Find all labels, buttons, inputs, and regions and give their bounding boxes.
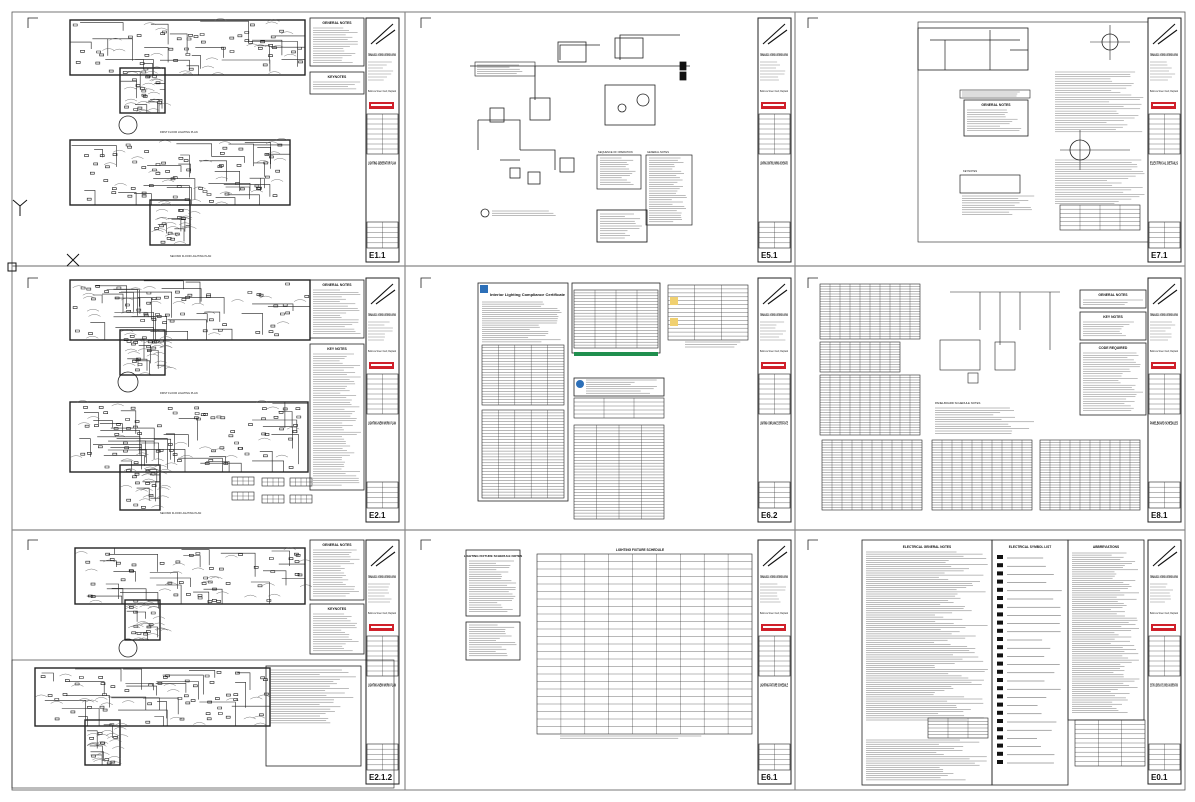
sheet-number: E5.1 [761,251,778,260]
sheet-e7-1: GENERAL NOTES KEYNOTES TIERNAN ASSOC. / IN… [807,17,1182,263]
sheet-title: LIGHTING FIXTURE SCHEDULE [760,682,788,687]
sheet-e1-1: FIRST FLOOR LIGHTING PLAN SECOND FLOOR LI… [7,17,400,272]
project-address: Baltimore Street / Cecil, Maryland [1150,349,1178,353]
fixture-notes-title: LIGHTING FIXTURE SCHEDULE NOTES [464,554,522,558]
firm-logo [370,23,396,45]
ucs-x-axis-icon [66,253,80,267]
project-address: Baltimore Street / Cecil, Maryland [368,611,396,615]
key-notes-title: KEY NOTES [1103,315,1123,319]
sheet-number: E2.1.2 [369,773,393,782]
project-address: Baltimore Street / Cecil, Maryland [368,89,396,93]
firm-name: TIERNAN ASSOC. / INTERIOR & EXTERIOR LIG… [368,53,396,57]
sheet-number: E1.1 [369,251,386,260]
firm-name: TIERNAN ASSOC. / INTERIOR & EXTERIOR LIG… [368,575,396,579]
firm-logo [762,283,788,305]
ucs-origin-icon [7,262,17,272]
keynotes-title: KEYNOTES [328,75,347,79]
firm-logo [1152,283,1178,305]
sheet-title: PANELBOARD SCHEDULES [1150,420,1178,425]
firm-logo [370,545,396,567]
general-notes-title: GENERAL NOTES [322,543,352,547]
project-address: Baltimore Street / Cecil, Maryland [760,89,788,93]
sheet-e6-2: Interior Lighting Compliance Certificate… [420,277,792,523]
firm-logo [1152,545,1178,567]
sheet-title: LIGHTING NEW WORK PLAN [368,682,396,687]
abbreviations-title: ABBREVIATIONS [1093,545,1119,549]
sheet-title: LIGHTING GENERATOR PLAN [368,160,396,165]
firm-logo [370,283,396,305]
wiring-main-run [470,34,690,100]
sheet-number: E8.1 [1151,511,1168,520]
code-required-title: CODE REQUIRED [1099,346,1128,350]
firm-name: TIERNAN ASSOC. / INTERIOR & EXTERIOR LIG… [760,53,788,57]
sheet-e0-1: ELECTRICAL GENERAL NOTES ELECTRICAL SYMBO… [807,539,1182,786]
plan-label-2: SECOND FLOOR LIGHTING PLAN [170,254,211,258]
firm-logo [1152,23,1178,45]
key-notes-title: KEY NOTES [327,347,347,351]
general-notes-title: GENERAL NOTES [981,103,1011,107]
project-address: Baltimore Street / Cecil, Maryland [760,611,788,615]
sheet-number: E6.2 [761,511,778,520]
plan-label-1: FIRST FLOOR LIGHTING PLAN [160,391,198,395]
plan-label-1: FIRST FLOOR LIGHTING PLAN [160,130,198,134]
sheet-title: LIGHTING NEW WORK PLAN [368,420,396,425]
general-notes-title: GENERAL NOTES [322,283,352,287]
sheet-e2-1-2: GENERAL NOTES KEYNOTES TIERNAN ASSOC. / IN… [11,539,400,789]
firm-name: TIERNAN ASSOC. / INTERIOR & EXTERIOR LIG… [1150,53,1178,57]
firm-name: TIERNAN ASSOC. / INTERIOR & EXTERIOR LIG… [368,313,396,317]
firm-logo [762,23,788,45]
project-address: Baltimore Street / Cecil, Maryland [1150,89,1178,93]
sheet-separators [12,12,1185,790]
sheet-title: ELECTRICAL DETAILS [1150,160,1178,165]
sheet-number: E7.1 [1151,251,1168,260]
sequence-title: SEQUENCE OF OPERATION [598,150,633,154]
sheet-e8-1: PANELBOARD SCHEDULE NOTES GENERAL NOTES KE… [807,277,1182,523]
comcheck-logo [480,285,488,293]
sheet-title: LIGHTING CONTROL WIRING SCHEMATIC [760,160,788,165]
keynotes-title: KEYNOTES [328,607,347,611]
sheet-number: E0.1 [1151,773,1168,782]
sheet-e6-1: LIGHTING FIXTURE SCHEDULE NOTES LIGHTING … [420,539,792,785]
sheet-frame [11,11,1186,791]
keynotes-title: KEYNOTES [963,169,977,173]
fixture-schedule-title: LIGHTING FIXTURE SCHEDULE [616,548,664,552]
project-address: Baltimore Street / Cecil, Maryland [1150,611,1178,615]
general-notes-title: ELECTRICAL GENERAL NOTES [903,545,951,549]
firm-name: TIERNAN ASSOC. / INTERIOR & EXTERIOR LIG… [1150,575,1178,579]
symbol-list-title: ELECTRICAL SYMBOL LIST [1009,545,1051,549]
panel-schedule-notes-title: PANELBOARD SCHEDULE NOTES [935,401,980,405]
sheet-title: ELECTRICAL GENERAL NOTES, SYMBOLS AND AB… [1150,682,1178,687]
sheet-title: LIGHTING COMPLIANCE CERTIFICATE [760,420,788,425]
sheet-e5-1: SEQUENCE OF OPERATION GENERAL NOTES TIERNA… [420,17,792,263]
sheet-number: E6.1 [761,773,778,782]
firm-name: TIERNAN ASSOC. / INTERIOR & EXTERIOR LIG… [760,575,788,579]
sheet-e2-1: FIRST FLOOR LIGHTING PLAN SECOND FLOOR LI… [27,277,400,523]
general-notes-title: GENERAL NOTES [647,150,669,154]
green-status-band [574,352,658,356]
project-address: Baltimore Street / Cecil, Maryland [760,349,788,353]
general-notes-title: GENERAL NOTES [1098,293,1128,297]
certificate-title: Interior Lighting Compliance Certificate [490,292,566,297]
firm-logo [762,545,788,567]
firm-name: TIERNAN ASSOC. / INTERIOR & EXTERIOR LIG… [1150,313,1178,317]
project-address: Baltimore Street / Cecil, Maryland [368,349,396,353]
sheet-number: E2.1 [369,511,386,520]
general-notes-title: GENERAL NOTES [322,21,352,25]
ucs-y-axis-icon [12,199,28,216]
plan-label-2: SECOND FLOOR LIGHTING PLAN [160,511,201,515]
firm-name: TIERNAN ASSOC. / INTERIOR & EXTERIOR LIG… [760,313,788,317]
